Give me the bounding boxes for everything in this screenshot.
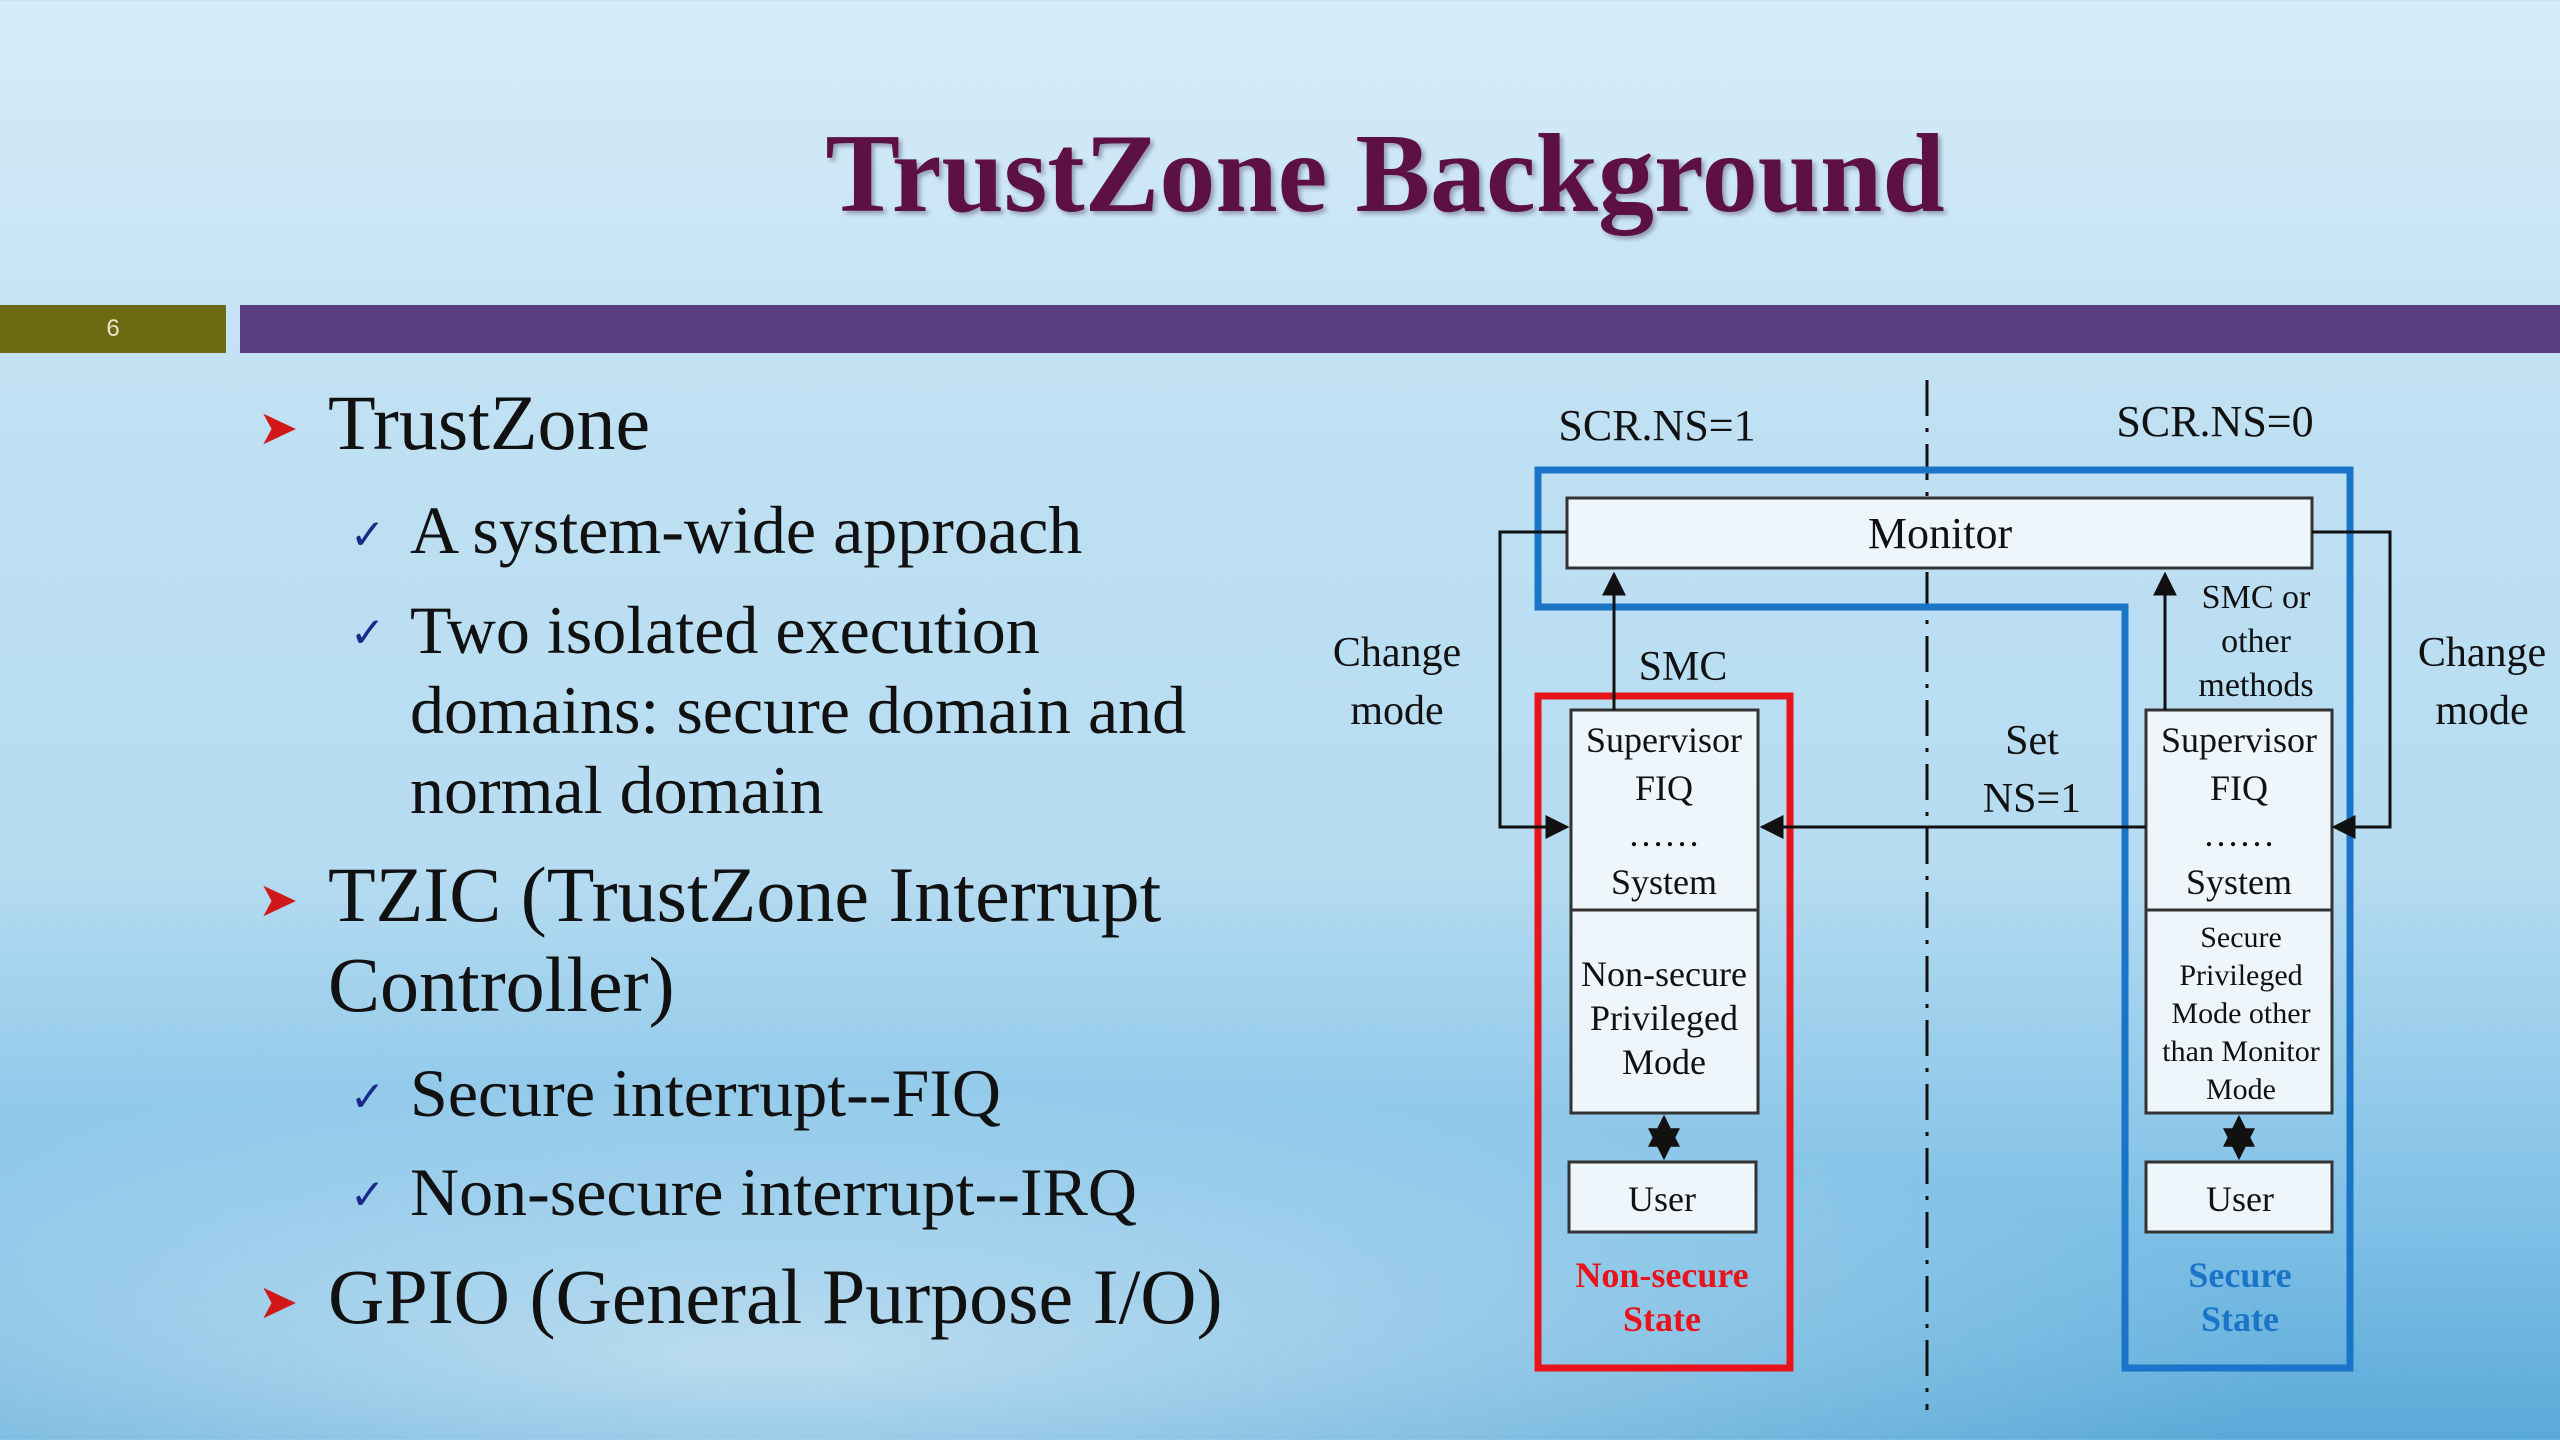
- priv-label: Mode: [1622, 1042, 1706, 1082]
- bullet-label: GPIO (General Purpose I/O): [328, 1253, 1223, 1340]
- nonsecure-privileged-box: [1569, 908, 1760, 1115]
- scr-ns0-label: SCR.NS=0: [2116, 397, 2313, 446]
- bullet-label: TrustZone: [328, 379, 651, 466]
- bullet-arrow-icon: ➤: [258, 1276, 299, 1329]
- priv-label: Privileged: [2179, 959, 2302, 992]
- change-mode-left-arrow: [1498, 530, 1570, 839]
- bullet-label: TZIC (TrustZone Interrupt: [328, 851, 1162, 938]
- check-icon: ✓: [350, 1173, 386, 1219]
- mode-label: Supervisor: [2161, 720, 2317, 760]
- secure-state-outline: [1534, 466, 2354, 1372]
- user-label-right: User: [2206, 1179, 2274, 1219]
- mode-label: ……: [2203, 814, 2275, 854]
- mode-label: System: [1611, 862, 1717, 902]
- priv-label: Mode other: [2171, 997, 2310, 1030]
- user-label-left: User: [1628, 1179, 1696, 1219]
- smc-other-label: methods: [2198, 667, 2313, 704]
- sub-bullet-continued: normal domain: [410, 752, 824, 828]
- check-icon: ✓: [350, 1075, 386, 1121]
- nonsecure-state-label: State: [1623, 1299, 1701, 1339]
- nonsecure-modes-box: [1569, 708, 1760, 912]
- change-mode-right-arrow: [2312, 530, 2392, 839]
- page-number: 6: [0, 305, 226, 353]
- background-glow: [0, 1030, 2560, 1440]
- mode-label: System: [2186, 862, 2292, 902]
- monitor-label: Monitor: [1868, 509, 2013, 558]
- sub-bullet: A system-wide approach: [410, 492, 1083, 568]
- sub-bullet: Non-secure interrupt--IRQ: [410, 1154, 1137, 1230]
- change-mode-left-label: Change: [1333, 630, 1461, 676]
- set-ns-label: NS=1: [1983, 776, 2081, 822]
- bullet-arrow-icon: ➤: [258, 874, 299, 927]
- priv-label: Mode: [2206, 1073, 2276, 1106]
- bullet-arrow-icon: ➤: [258, 402, 299, 455]
- change-mode-left-label: mode: [1350, 688, 1443, 734]
- set-ns-label: Set: [2005, 718, 2059, 764]
- bullet-label-continued: Controller): [328, 941, 675, 1028]
- user-box-right: [2144, 1160, 2334, 1234]
- secure-state-label: State: [2201, 1299, 2279, 1339]
- mode-label: FIQ: [2210, 768, 2268, 808]
- nonsecure-state-label: Non-secure: [1575, 1255, 1748, 1295]
- priv-label: Non-secure: [1581, 954, 1747, 994]
- slide-title: TrustZone Background: [825, 112, 1945, 236]
- sub-bullet: Two isolated execution: [410, 592, 1040, 668]
- sub-bullet-continued: domains: secure domain and: [410, 672, 1187, 748]
- mode-label: Supervisor: [1586, 720, 1742, 760]
- smc-other-label: other: [2221, 623, 2292, 660]
- priv-label: Privileged: [1590, 998, 1738, 1038]
- scr-ns1-label: SCR.NS=1: [1558, 401, 1755, 450]
- smc-other-label: SMC or: [2202, 579, 2311, 616]
- change-mode-right-label: Change: [2418, 630, 2546, 676]
- mode-label: ……: [1628, 814, 1700, 854]
- nonsecure-state-outline: [1534, 692, 1794, 1372]
- priv-label: Secure: [2200, 921, 2282, 954]
- secure-modes-box: [2144, 708, 2334, 912]
- title-divider-bar: [240, 305, 2560, 353]
- mode-label: FIQ: [1635, 768, 1693, 808]
- change-mode-right-label: mode: [2435, 688, 2528, 734]
- secure-state-label: Secure: [2188, 1255, 2291, 1295]
- priv-label: than Monitor: [2162, 1035, 2320, 1068]
- smc-label: SMC: [1639, 644, 1728, 690]
- check-icon: ✓: [350, 611, 386, 657]
- secure-privileged-box: [2144, 908, 2334, 1115]
- user-box-left: [1567, 1160, 1758, 1234]
- sub-bullet: Secure interrupt--FIQ: [410, 1055, 1002, 1131]
- check-icon: ✓: [350, 513, 386, 559]
